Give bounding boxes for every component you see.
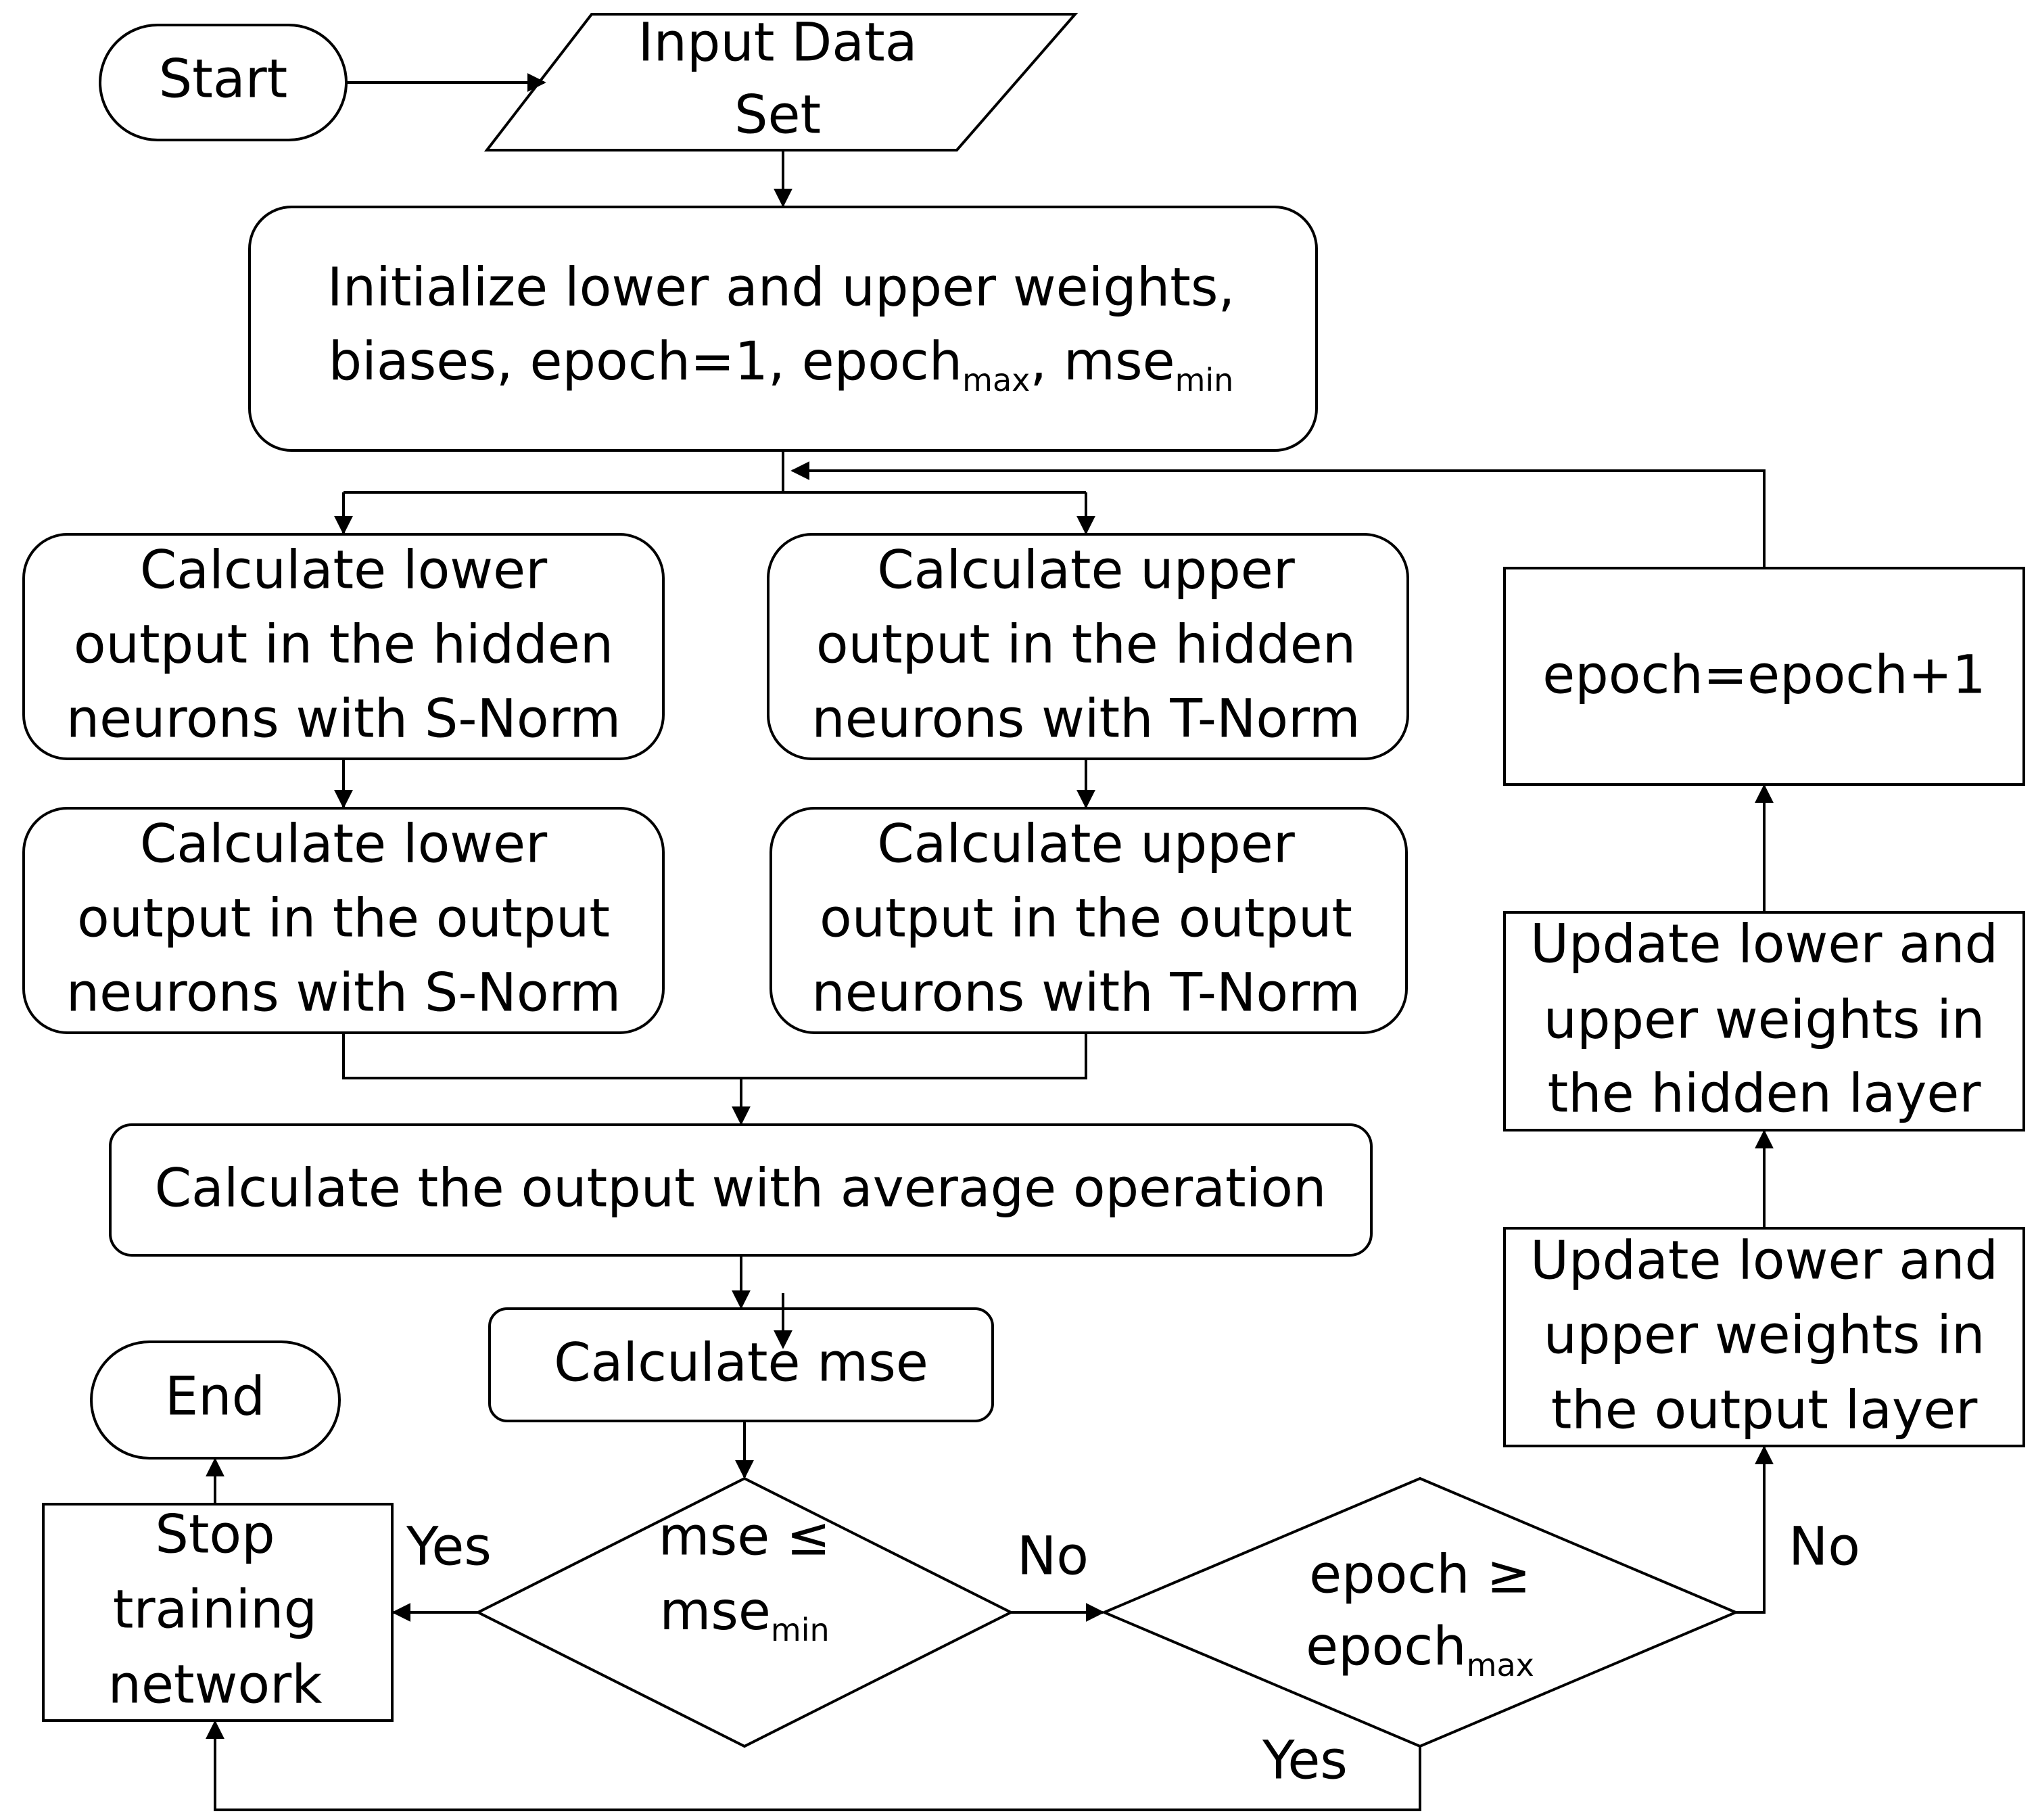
initialize-node: Initialize lower and upper weights, bias…: [248, 206, 1318, 452]
svg-text:epochmax: epochmax: [1306, 1616, 1534, 1683]
edge-decision-epoch-no: [1736, 1445, 1774, 1614]
svg-text:msemin: msemin: [659, 1581, 829, 1648]
start-label: Start: [159, 49, 288, 110]
calc-upper-hidden-node: Calculate upper output in the hidden neu…: [767, 533, 1409, 760]
edge-merge-left: [342, 1033, 1087, 1079]
decision-mse-node: mse ≤ msemin: [475, 1476, 1014, 1748]
no-label-mse: No: [1017, 1526, 1089, 1587]
svg-text:Calculate upper: Calculate upper: [877, 814, 1296, 874]
svg-text:Calculate the output with aver: Calculate the output with average operat…: [155, 1158, 1327, 1219]
calc-upper-output-node: Calculate upper output in the output neu…: [770, 807, 1408, 1034]
svg-text:neurons with S-Norm: neurons with S-Norm: [66, 962, 621, 1023]
svg-text:output in the output: output in the output: [77, 888, 610, 949]
edge-decision-epoch-yes: [206, 1720, 1421, 1811]
init-label-line1: Initialize lower and upper weights,: [327, 257, 1235, 318]
svg-text:upper weights in: upper weights in: [1544, 989, 1985, 1050]
svg-text:output in the hidden: output in the hidden: [74, 614, 613, 675]
svg-text:network: network: [108, 1654, 323, 1715]
svg-text:Update lower and: Update lower and: [1530, 914, 1998, 975]
svg-text:neurons with T-Norm: neurons with T-Norm: [811, 689, 1360, 749]
edge-epoch-loop: [790, 461, 1766, 568]
stop-training-node: Stop training network: [42, 1503, 394, 1722]
svg-text:mse ≤: mse ≤: [659, 1506, 831, 1567]
input-label-line1: Input Data: [638, 12, 917, 73]
svg-text:output in the hidden: output in the hidden: [816, 614, 1356, 675]
svg-text:epoch ≥: epoch ≥: [1309, 1544, 1531, 1605]
epoch-increment-node: epoch=epoch+1: [1503, 567, 2025, 786]
calc-lower-hidden-node: Calculate lower output in the hidden neu…: [22, 533, 665, 760]
decision-epoch-node: epoch ≥ epochmax: [1100, 1476, 1740, 1748]
svg-text:Stop: Stop: [155, 1504, 275, 1565]
svg-text:upper weights in: upper weights in: [1544, 1305, 1985, 1366]
svg-text:End: End: [165, 1366, 265, 1427]
start-node: Start: [99, 24, 348, 141]
svg-text:neurons with T-Norm: neurons with T-Norm: [811, 962, 1360, 1023]
svg-text:the hidden layer: the hidden layer: [1548, 1063, 1982, 1124]
svg-text:output in the output: output in the output: [820, 888, 1352, 949]
input-label-line2: Set: [734, 85, 821, 145]
svg-text:Calculate upper: Calculate upper: [877, 540, 1296, 601]
calc-mse-node: Calculate mse: [488, 1307, 994, 1422]
svg-text:Calculate mse: Calculate mse: [554, 1332, 928, 1393]
no-label-epoch: No: [1789, 1516, 1860, 1577]
yes-label-epoch: Yes: [1262, 1730, 1348, 1791]
update-output-node: Update lower and upper weights in the ou…: [1503, 1227, 2025, 1447]
svg-text:the output layer: the output layer: [1551, 1380, 1978, 1441]
svg-text:epoch=epoch+1: epoch=epoch+1: [1542, 645, 1985, 705]
init-label-line2: biases, epoch=1, epochmax, msemin: [329, 331, 1234, 398]
update-hidden-node: Update lower and upper weights in the hi…: [1503, 911, 2025, 1131]
calc-average-node: Calculate the output with average operat…: [109, 1123, 1373, 1257]
yes-label-mse: Yes: [406, 1516, 492, 1577]
calc-lower-output-node: Calculate lower output in the output neu…: [22, 807, 665, 1034]
input-data-node: Input Data Set: [483, 12, 1079, 151]
svg-text:Update lower and: Update lower and: [1530, 1230, 1998, 1291]
svg-text:Calculate lower: Calculate lower: [140, 540, 548, 601]
end-node: End: [90, 1340, 341, 1460]
svg-text:training: training: [113, 1579, 317, 1640]
svg-text:Calculate lower: Calculate lower: [140, 814, 548, 874]
svg-text:neurons with S-Norm: neurons with S-Norm: [66, 689, 621, 749]
